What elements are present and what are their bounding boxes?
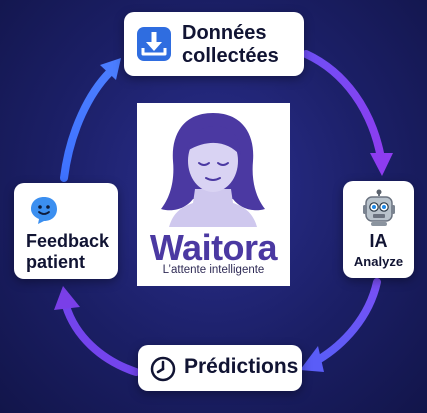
clock-icon bbox=[150, 356, 176, 387]
arrow-feedback-to-data bbox=[60, 68, 114, 182]
data-collected-card: Données collectées bbox=[124, 12, 304, 76]
ai-label: IA bbox=[369, 231, 388, 251]
arrowhead-to-predictions bbox=[300, 346, 324, 372]
arrowhead-to-data bbox=[100, 58, 121, 80]
feedback-label: Feedback patient bbox=[26, 231, 110, 272]
data-collected-label: Données collectées bbox=[182, 22, 279, 67]
feedback-card: Feedback patient bbox=[14, 183, 118, 279]
arrow-ai-to-predictions bbox=[314, 278, 381, 364]
robot-icon bbox=[362, 189, 396, 232]
brand-tagline: L’attente intelligente bbox=[162, 264, 265, 276]
brand-logo: Waitora L’attente intelligente bbox=[137, 103, 290, 286]
smiling-face-icon bbox=[30, 195, 58, 230]
ai-sublabel: Analyze bbox=[353, 254, 404, 269]
woman-face-logo-icon bbox=[161, 113, 265, 227]
ai-analysis-card: IA Analyze bbox=[343, 181, 414, 278]
arrowhead-to-feedback bbox=[54, 286, 80, 310]
download-tray-icon bbox=[136, 26, 172, 67]
arrow-data-to-ai bbox=[302, 50, 385, 162]
arrowhead-to-ai bbox=[370, 153, 393, 176]
predictions-label: Prédictions bbox=[184, 355, 299, 378]
predictions-card: Prédictions bbox=[138, 345, 302, 391]
arrow-predictions-to-feedback bbox=[62, 302, 140, 376]
brand-name: Waitora bbox=[149, 227, 278, 268]
